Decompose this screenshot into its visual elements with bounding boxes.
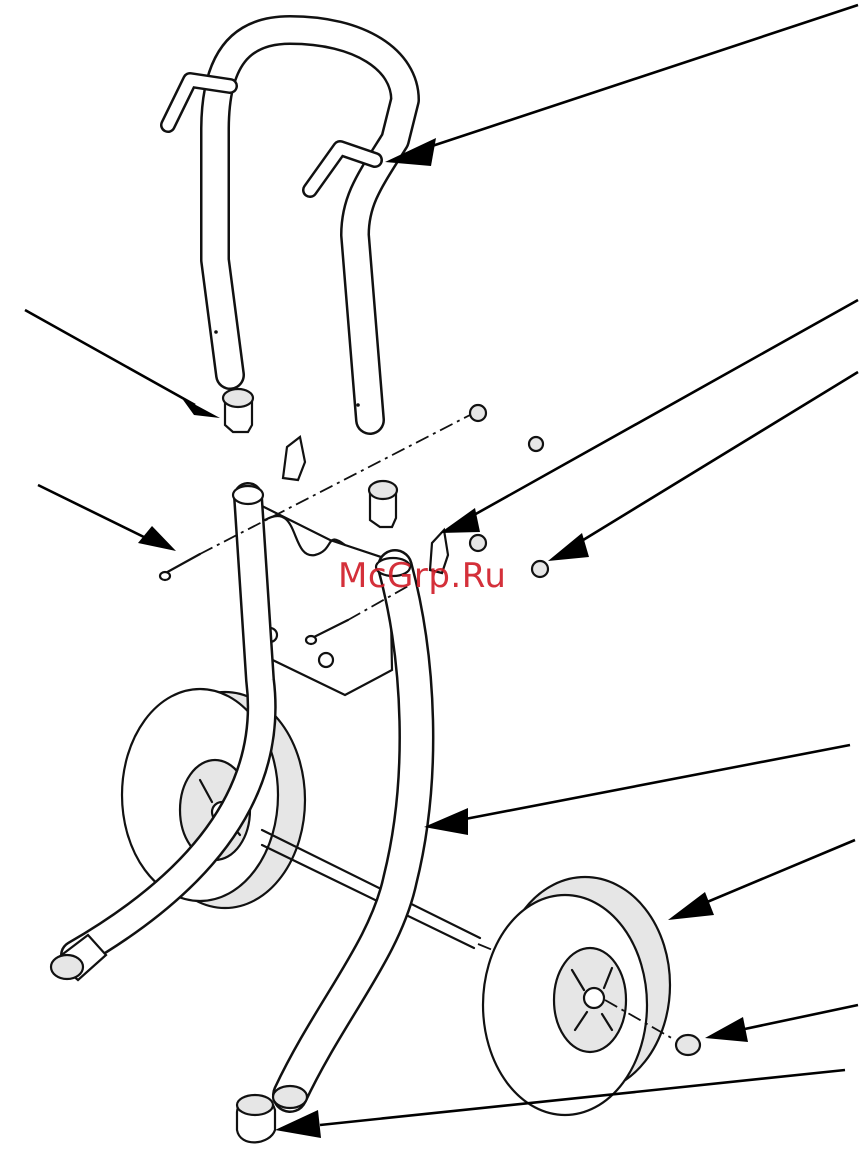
upper-plug: [223, 389, 253, 432]
hubcap-callout: [705, 1005, 858, 1042]
plug-callout: [25, 310, 220, 418]
handle-callout: [385, 5, 858, 166]
handle-part: [168, 30, 405, 420]
hubcap: [676, 1035, 700, 1055]
bolt-callout: [38, 485, 176, 551]
bracket-callout: [440, 300, 858, 533]
left-wheel: [122, 689, 305, 908]
loose-foot-cap: [237, 1095, 275, 1142]
frame-callout: [424, 745, 850, 835]
lower-plug: [369, 481, 397, 527]
nuts: [470, 405, 548, 577]
wheel-callout: [668, 840, 855, 920]
left-bracket: [283, 437, 305, 480]
right-wheel: [483, 877, 675, 1115]
nut-callout: [548, 372, 858, 561]
right-bracket: [430, 530, 448, 573]
